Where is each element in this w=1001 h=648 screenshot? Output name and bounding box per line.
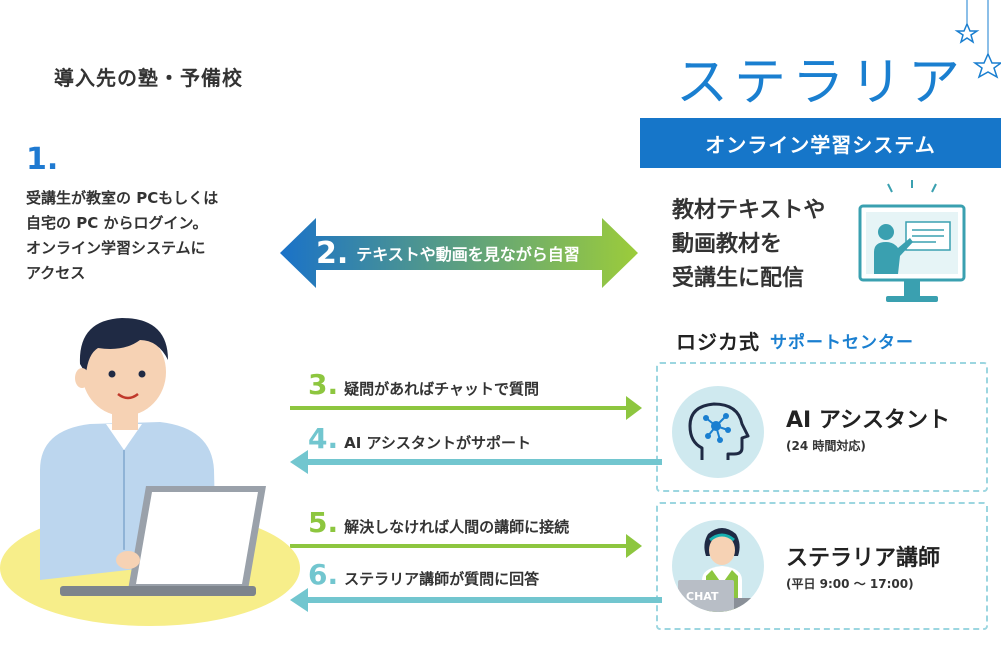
support-center-label: サポートセンター (770, 333, 914, 353)
teacher-hours: (平日 9:00 ～ 17:00) (786, 577, 914, 591)
step4-text: AI アシスタントがサポート (344, 434, 531, 452)
step5-label: 5. 解決しなければ人間の講師に接続 (308, 506, 569, 539)
step1-line: オンライン学習システムに (26, 239, 206, 257)
teacher-avatar: CHAT (672, 520, 764, 612)
ai-assistant-title: AI アシスタント (786, 408, 950, 433)
teacher-illustration: CHAT (678, 528, 764, 612)
step1-line: 自宅の PC からログイン。 (26, 214, 208, 232)
chat-label: CHAT (686, 590, 719, 603)
step4-label: 4. AI アシスタントがサポート (308, 422, 531, 455)
arrow-left-icon (290, 450, 662, 474)
step6-number: 6. (308, 558, 339, 591)
step1-line: アクセス (26, 264, 86, 282)
arrow-right-icon (290, 534, 642, 558)
arrow-right-icon (290, 396, 642, 420)
ai-assistant-box (656, 362, 988, 492)
delivery-line: 動画教材を (672, 232, 783, 257)
step2-label: 2. テキストや動画を見ながら自習 (316, 235, 580, 271)
double-arrow-icon (280, 218, 638, 288)
ai-assistant-hours: (24 時間対応) (786, 439, 866, 453)
hanging-stars-icon (954, 0, 1001, 79)
brand-logo: ステラリア (676, 53, 967, 113)
step2-text: テキストや動画を見ながら自習 (356, 245, 580, 264)
step5-text: 解決しなければ人間の講師に接続 (344, 518, 570, 536)
step2-number: 2. (316, 235, 349, 271)
step4-number: 4. (308, 422, 339, 455)
support-center-logo: ロジカ式 (676, 330, 760, 354)
delivery-line: 受講生に配信 (672, 266, 805, 291)
support-center-heading: ロジカ式 サポートセンター (676, 326, 914, 355)
student-with-laptop-illustration (0, 318, 300, 626)
ai-brain-icon (688, 402, 750, 460)
step5-number: 5. (308, 506, 339, 539)
brand-subtitle-bar: オンライン学習システム (640, 118, 1001, 168)
step3-number: 3. (308, 368, 339, 401)
ai-head-icon (672, 386, 764, 478)
step1-description: 受講生が教室の PCもしくは 自宅の PC からログイン。 オンライン学習システ… (26, 186, 296, 286)
teacher-title: ステラリア講師 (786, 546, 941, 571)
step1-number: 1. (26, 142, 59, 177)
step3-text: 疑問があればチャットで質問 (344, 380, 539, 398)
delivery-line: 教材テキストや (672, 198, 826, 223)
presentation-monitor-icon (858, 180, 966, 302)
step6-text: ステラリア講師が質問に回答 (344, 570, 540, 588)
step6-label: 6. ステラリア講師が質問に回答 (308, 558, 539, 591)
teacher-box (656, 502, 988, 630)
step1-line: 受講生が教室の PCもしくは (26, 189, 219, 207)
step3-label: 3. 疑問があればチャットで質問 (308, 368, 539, 401)
page-title: 導入先の塾・予備校 (54, 66, 243, 90)
arrow-left-icon (290, 588, 662, 612)
delivery-description: 教材テキストや 動画教材を 受講生に配信 (672, 194, 825, 296)
